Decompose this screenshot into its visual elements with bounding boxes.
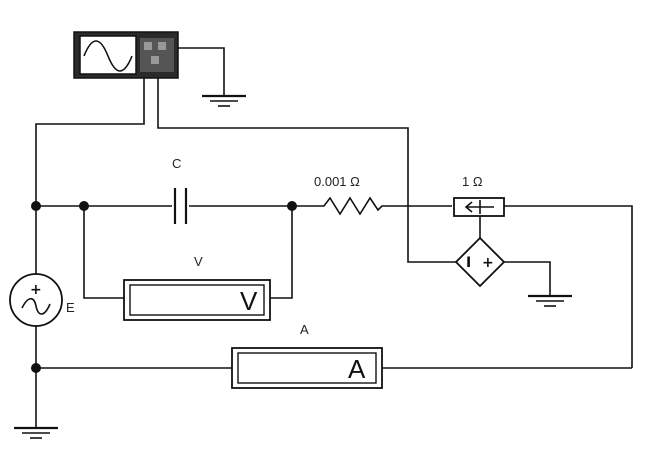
dep-source-i-label: I: [466, 255, 471, 271]
arrow-head-icon: [464, 201, 473, 213]
ground-icon: [528, 294, 572, 307]
ammeter-caption: A: [300, 322, 309, 337]
ground-icon: [14, 426, 58, 439]
current-sensor[interactable]: [453, 197, 505, 217]
ground-icon: [202, 94, 246, 107]
scope-probe-a-wire: [35, 78, 145, 206]
capacitor-label: C: [172, 156, 181, 171]
scope-probe-b-wire: [157, 78, 456, 263]
oscilloscope-knob: [144, 42, 152, 50]
oscilloscope-knob: [151, 56, 159, 64]
junction-dot: [287, 201, 297, 211]
junction-dot: [31, 201, 41, 211]
voltmeter-display-label: V: [240, 286, 258, 316]
voltmeter-display: [129, 284, 265, 316]
source-label: E: [66, 300, 75, 315]
junction-dot: [31, 363, 41, 373]
resistor-value-label: 0.001 Ω: [314, 174, 360, 189]
ac-source-icon[interactable]: +: [9, 273, 63, 327]
current-sensor-value-label: 1 Ω: [462, 174, 483, 189]
oscilloscope[interactable]: [73, 31, 179, 79]
oscilloscope-knob: [158, 42, 166, 50]
voltmeter-right-wire: [268, 206, 293, 299]
voltmeter[interactable]: V: [123, 279, 271, 321]
ammeter[interactable]: A: [231, 347, 383, 389]
capacitor-icon[interactable]: [173, 188, 188, 224]
diamond-source-icon[interactable]: I +: [454, 236, 506, 288]
scope-ground-wire: [178, 47, 225, 96]
dep-source-plus-label: +: [482, 255, 494, 271]
resistor-icon[interactable]: [318, 196, 452, 216]
ammeter-display-label: A: [348, 354, 366, 384]
dep-ground-wire: [504, 261, 551, 296]
oscilloscope-icon: [83, 40, 133, 72]
voltmeter-left-wire: [83, 206, 124, 299]
right-return-wire: [504, 205, 633, 368]
ammeter-display: [237, 352, 377, 384]
junction-dot: [79, 201, 89, 211]
voltmeter-caption: V: [194, 254, 203, 269]
source-plus-label: +: [30, 282, 42, 298]
